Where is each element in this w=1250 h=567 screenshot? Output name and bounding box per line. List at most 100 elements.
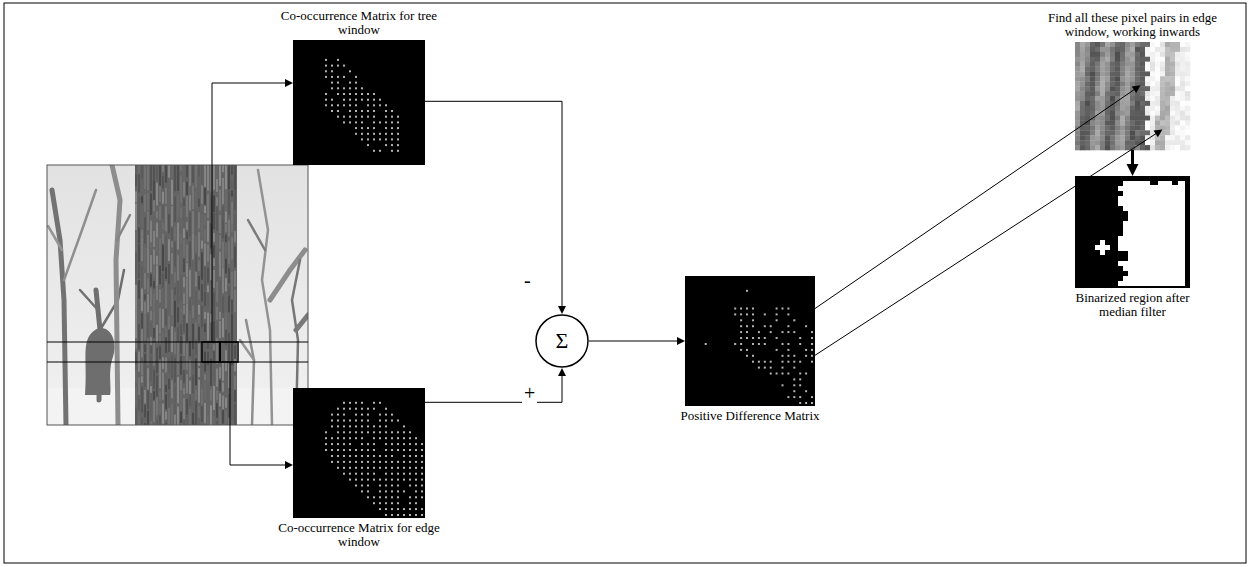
image-frame bbox=[293, 388, 425, 518]
matrix-dot bbox=[361, 121, 363, 123]
bark-texture bbox=[225, 296, 227, 308]
matrix-dot bbox=[787, 396, 789, 398]
bark-texture bbox=[207, 294, 209, 307]
pixel bbox=[1150, 121, 1155, 126]
pixel bbox=[1120, 91, 1125, 96]
matrix-dot bbox=[325, 76, 327, 78]
pixel bbox=[1155, 42, 1160, 47]
pixel bbox=[1170, 111, 1175, 116]
bark-texture bbox=[171, 356, 173, 378]
bark-texture bbox=[162, 245, 164, 271]
pixel bbox=[1180, 106, 1185, 111]
bark-texture bbox=[159, 416, 161, 425]
matrix-dot bbox=[355, 425, 357, 427]
pixel bbox=[1100, 135, 1105, 140]
pixel bbox=[1165, 130, 1170, 135]
matrix-dot bbox=[337, 59, 339, 61]
bark-texture bbox=[153, 180, 155, 200]
image-frame bbox=[1075, 42, 1190, 150]
matrix-dot bbox=[415, 443, 417, 445]
pixel bbox=[1075, 101, 1080, 106]
pixel bbox=[1175, 62, 1180, 67]
bark-texture bbox=[171, 253, 173, 274]
edge-matrix-image bbox=[293, 388, 425, 518]
matrix-dot bbox=[409, 449, 411, 451]
matrix-dot bbox=[337, 110, 339, 112]
binary-white bbox=[1128, 256, 1185, 261]
matrix-dot bbox=[421, 455, 423, 457]
window-leader bbox=[230, 362, 286, 465]
pixel bbox=[1170, 62, 1175, 67]
node-label: Co-occurrence Matrix for tree window bbox=[269, 9, 449, 37]
bark-texture bbox=[177, 343, 179, 363]
matrix-dot bbox=[379, 490, 381, 492]
bark-texture bbox=[159, 361, 161, 389]
matrix-dot bbox=[397, 502, 399, 504]
pixel bbox=[1140, 86, 1145, 91]
pixel bbox=[1185, 125, 1190, 130]
matrix-dot bbox=[385, 502, 387, 504]
pixel bbox=[1080, 106, 1085, 111]
pixel bbox=[1075, 121, 1080, 126]
pixel bbox=[1160, 111, 1165, 116]
bark-texture bbox=[165, 253, 167, 266]
matrix-dot bbox=[367, 93, 369, 95]
matrix-dot bbox=[361, 99, 363, 101]
bark-texture bbox=[177, 165, 179, 191]
bark-texture bbox=[198, 368, 200, 377]
bark-texture bbox=[150, 337, 152, 345]
pixel bbox=[1100, 145, 1105, 150]
matrix-dot bbox=[421, 485, 423, 487]
pixel bbox=[1175, 52, 1180, 57]
pixel bbox=[1185, 121, 1190, 126]
bark-texture bbox=[204, 292, 206, 306]
pixel bbox=[1095, 62, 1100, 67]
pixel bbox=[1075, 91, 1080, 96]
matrix-dot bbox=[373, 449, 375, 451]
bark-texture bbox=[168, 214, 170, 233]
matrix-dot bbox=[373, 431, 375, 433]
matrix-dot bbox=[355, 93, 357, 95]
pixel bbox=[1180, 140, 1185, 145]
bark-texture bbox=[138, 197, 140, 224]
bark-texture bbox=[198, 212, 200, 228]
pixel bbox=[1145, 96, 1150, 101]
bark-texture bbox=[198, 327, 200, 341]
pixel bbox=[1130, 62, 1135, 67]
matrix-dot bbox=[337, 104, 339, 106]
binarized-image bbox=[1075, 176, 1190, 288]
bark-texture bbox=[207, 342, 209, 349]
bark-texture bbox=[174, 386, 176, 414]
bark-texture bbox=[225, 244, 227, 255]
bark-texture bbox=[195, 322, 197, 339]
pixel bbox=[1175, 135, 1180, 140]
edge-window-image bbox=[1075, 42, 1190, 150]
matrix-dot bbox=[325, 93, 327, 95]
matrix-dot bbox=[367, 473, 369, 475]
bark-texture bbox=[234, 345, 236, 358]
matrix-dot bbox=[343, 425, 345, 427]
matrix-dot bbox=[367, 408, 369, 410]
matrix-dot bbox=[397, 514, 399, 516]
bark-texture bbox=[141, 329, 143, 341]
bark-texture bbox=[171, 206, 173, 226]
matrix-dot bbox=[787, 313, 789, 315]
bark-texture bbox=[207, 371, 209, 383]
matrix-dot bbox=[397, 150, 399, 152]
pixel bbox=[1130, 81, 1135, 86]
pixel bbox=[1145, 111, 1150, 116]
pixel bbox=[1125, 125, 1130, 130]
matrix-dot bbox=[421, 508, 423, 510]
pixel bbox=[1105, 57, 1110, 62]
pixel bbox=[1080, 76, 1085, 81]
bark-texture bbox=[156, 183, 158, 206]
matrix-dot bbox=[391, 138, 393, 140]
pixel bbox=[1175, 121, 1180, 126]
pixel bbox=[1115, 91, 1120, 96]
binary-white bbox=[1123, 206, 1185, 211]
pixel bbox=[1145, 71, 1150, 76]
bark-texture bbox=[159, 403, 161, 413]
pixel bbox=[1170, 76, 1175, 81]
matrix-dot bbox=[421, 449, 423, 451]
matrix-dot bbox=[403, 443, 405, 445]
